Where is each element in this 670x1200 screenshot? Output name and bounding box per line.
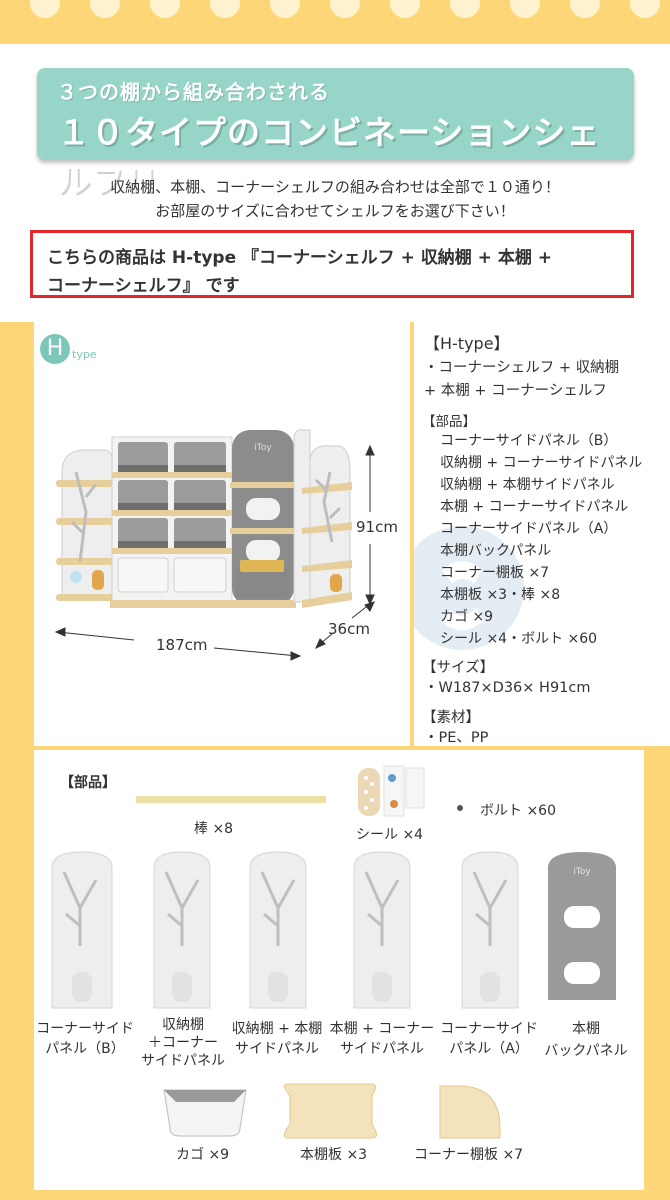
storage-corner-label-3: サイドパネル	[141, 1053, 225, 1069]
storage-book-label-2: サイドパネル	[235, 1041, 319, 1057]
type-badge: H	[40, 334, 70, 364]
rod-label: 棒 ×8	[194, 821, 234, 837]
back-panel-label-2: バックパネル	[544, 1043, 628, 1059]
bolt-label: ボルト ×60	[480, 803, 556, 819]
specs-part-item: コーナーサイドパネル（B）	[440, 433, 618, 449]
specs-part-item: コーナーサイドパネル（A）	[440, 521, 618, 537]
back-panel-logo: iToy	[573, 867, 591, 877]
basket-label: カゴ ×9	[176, 1147, 230, 1163]
corner-board-label: コーナー棚板 ×7	[414, 1147, 524, 1163]
specs-panel: 【H-type】 ・コーナーシェルフ + 収納棚 + 本棚 + コーナーシェルフ…	[414, 322, 670, 746]
storage-corner-label-2: ＋コーナー	[148, 1035, 218, 1051]
specs-part-item: 本棚 + コーナーサイドパネル	[440, 499, 629, 515]
specs-part-item: 本棚バックパネル	[440, 543, 552, 559]
specs-material-value: ・PE、PP	[424, 730, 489, 746]
depth-dimension: 36cm	[328, 620, 370, 638]
top-band	[0, 0, 670, 44]
bookshelf-board-label: 本棚板 ×3	[300, 1147, 368, 1163]
height-dimension: 91cm	[356, 518, 398, 536]
specs-part-item: カゴ ×9	[440, 609, 494, 625]
specs-size-value: ・W187×D36× H91cm	[424, 680, 591, 696]
storage-corner-label-1: 収納棚	[162, 1017, 204, 1033]
banner-line-2: １０タイプのコンビネーションシェルフ!!	[57, 113, 601, 200]
specs-material-title: 【素材】	[422, 710, 480, 726]
specs-part-item: 本棚板 ×3・棒 ×8	[440, 587, 561, 603]
specs-part-item: シール ×4・ボルト ×60	[440, 631, 598, 647]
banner-line-1: ３つの棚から組み合わされる	[57, 80, 330, 104]
parts-section-title: 【部品】	[60, 775, 116, 791]
watermark-logo	[414, 526, 524, 650]
product-notice: こちらの商品は H-type 『コーナーシェルフ + 収納棚 + 本棚 + コー…	[30, 230, 634, 298]
parts-illustration: iToy	[51, 765, 616, 1139]
width-dimension: 187cm	[156, 636, 208, 654]
book-corner-label-1: 本棚 + コーナー	[329, 1021, 435, 1037]
storage-book-label-1: 収納棚 + 本棚	[231, 1021, 323, 1037]
specs-size-title: 【サイズ】	[422, 660, 495, 676]
panel-b-label-2: パネル（B）	[45, 1041, 125, 1057]
specs-type-title: 【H-type】	[424, 334, 510, 353]
specs-parts-title: 【部品】	[422, 414, 476, 430]
parts-panel: iToy 【部品】 棒 ×8 シール ×4 ボルト ×60 コーナーサイド パネ…	[34, 750, 644, 1190]
back-panel-label-1: 本棚	[572, 1021, 600, 1037]
title-banner: ３つの棚から組み合わされる １０タイプのコンビネーションシェルフ!!	[37, 68, 634, 200]
panel-b-label-1: コーナーサイド	[36, 1021, 134, 1037]
sticker-label: シール ×4	[356, 827, 424, 843]
book-corner-label-2: サイドパネル	[340, 1041, 424, 1057]
specs-type-line-2: + 本棚 + コーナーシェルフ	[424, 383, 607, 399]
shelf-illustration: iToy	[54, 429, 375, 661]
type-badge-label: type	[72, 348, 97, 361]
panel-a-label-2: パネル（A）	[449, 1041, 529, 1057]
specs-part-item: 収納棚 + 本棚サイドパネル	[440, 477, 615, 493]
specs-part-item: 収納棚 + コーナーサイドパネル	[440, 455, 643, 471]
specs-type-line-1: ・コーナーシェルフ + 収納棚	[424, 360, 620, 376]
notice-line-2: コーナーシェルフ』 です	[47, 276, 240, 296]
intro-line-1: 収納棚、本棚、コーナーシェルフの組み合わせは全部で１０通り！	[110, 178, 560, 196]
panel-a-label-1: コーナーサイド	[440, 1021, 538, 1037]
intro-line-2: お部屋のサイズに合わせてシェルフをお選び下さい！	[155, 202, 515, 220]
specs-part-item: コーナー棚板 ×7	[440, 565, 550, 581]
product-image-panel: H type	[34, 322, 410, 746]
notice-line-1: こちらの商品は H-type 『コーナーシェルフ + 収納棚 + 本棚 +	[47, 248, 553, 268]
shelf-logo: iToy	[254, 443, 272, 453]
